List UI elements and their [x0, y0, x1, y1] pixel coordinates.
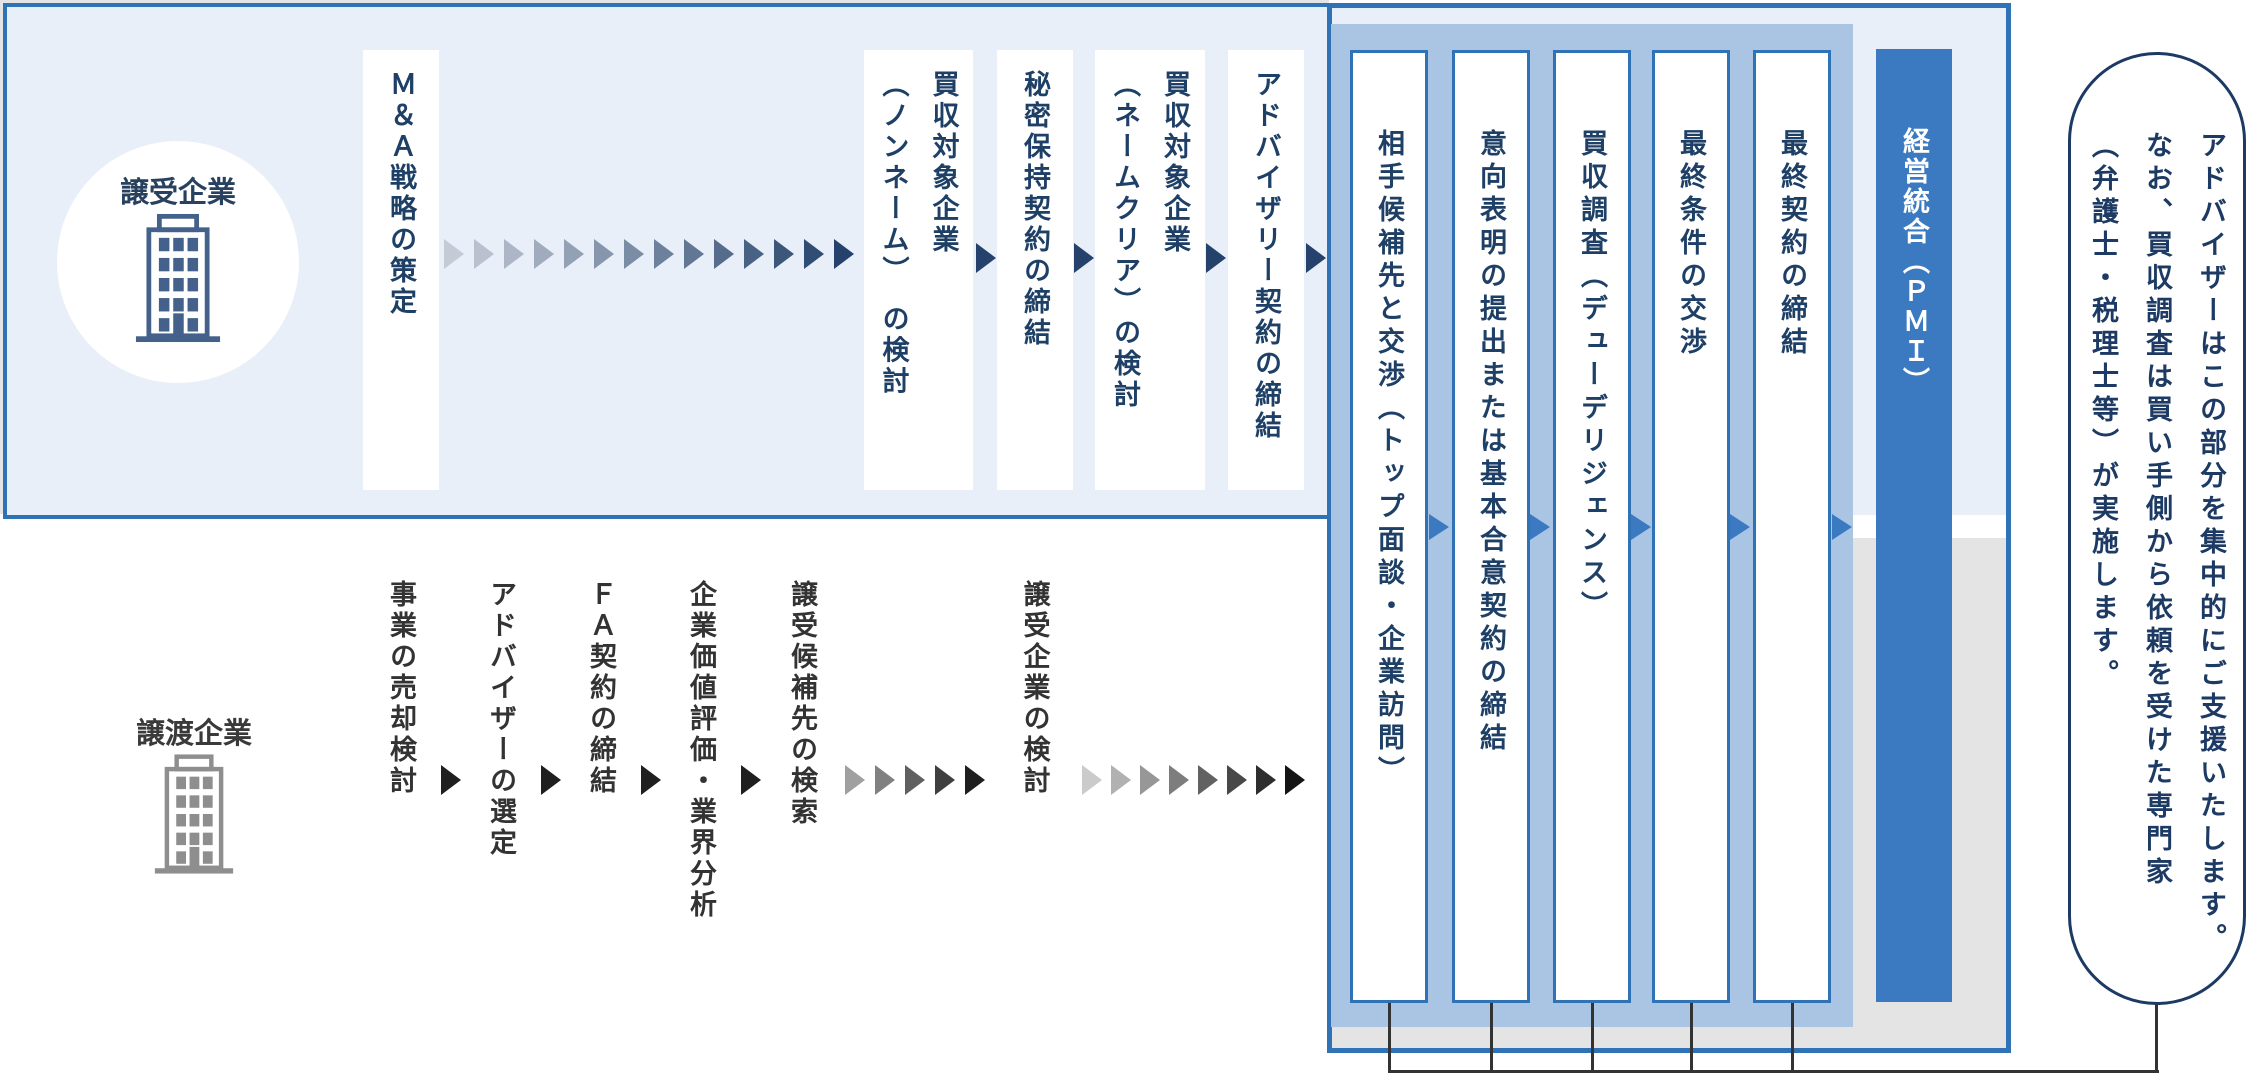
flow-arrow [1832, 514, 1852, 540]
step-label: ＦＡ契約の締結 [586, 580, 616, 797]
seller-gradient-arrows-b [1082, 765, 1305, 795]
flow-arrow [1074, 243, 1094, 273]
flow-arrow [1429, 514, 1449, 540]
step-label: 譲受企業の検討 [1019, 580, 1050, 797]
seller-company-label: 譲渡企業 [135, 718, 252, 750]
flow-arrow [564, 239, 584, 269]
pmi-label: 経営統合（ＰＭＩ） [1899, 127, 1929, 397]
flow-arrow [1169, 765, 1189, 795]
step-label: 買収調査（デューデリジェンス） [1577, 129, 1607, 624]
shared-step-loi-basic-agreement: 意向表明の提出または基本合意契約の締結 [1452, 50, 1530, 1003]
flow-arrow [594, 239, 614, 269]
buyer-company-label: 譲受企業 [119, 177, 236, 209]
flow-arrow [935, 765, 955, 795]
flow-arrow [1140, 765, 1160, 795]
flow-arrow [474, 239, 494, 269]
buyer-step-advisory-contract: アドバイザリー契約の締結 [1228, 50, 1304, 490]
seller-step-advisor-selection: アドバイザーの選定 [463, 563, 539, 1003]
advisor-note-text: アドバイザーはこの部分を集中的にご支援いたします。 なお、買収調査は買い手側から… [2088, 131, 2226, 956]
flow-arrow [684, 239, 704, 269]
shared-step-due-diligence: 買収調査（デューデリジェンス） [1553, 50, 1631, 1003]
flow-arrow [1206, 243, 1226, 273]
step-label: 最終条件の交渉 [1676, 129, 1706, 360]
flow-arrow [905, 765, 925, 795]
flow-arrow [845, 765, 865, 795]
step-label: 譲受候補先の検索 [787, 580, 817, 828]
connector-line [1591, 1003, 1594, 1073]
seller-step-candidate-search: 譲受候補先の検索 [764, 563, 840, 1003]
flow-arrow [744, 239, 764, 269]
connector-line [1388, 1070, 2159, 1073]
buyer-company-circle: 譲受企業 [57, 141, 299, 383]
flow-arrow [1530, 514, 1550, 540]
step-label: 最終契約の締結 [1777, 129, 1807, 360]
flow-arrow [1227, 765, 1247, 795]
flow-arrow [804, 239, 824, 269]
buyer-step-nda: 秘密保持契約の締結 [997, 50, 1073, 490]
advisor-note-bubble: アドバイザーはこの部分を集中的にご支援いたします。 なお、買収調査は買い手側から… [2068, 52, 2246, 1005]
step-label: 意向表明の提出または基本合意契約の締結 [1476, 129, 1506, 756]
seller-company-circle: 譲渡企業 [85, 692, 303, 910]
connector-line [1388, 1003, 1391, 1073]
flow-arrow [965, 765, 985, 795]
buyer-step-nonname-review: 買収対象企業 （ノンネーム） の検討 [864, 50, 973, 490]
seller-step-fa-contract: ＦＡ契約の締結 [563, 563, 639, 1003]
flow-arrow [1631, 514, 1651, 540]
connector-line [1791, 1003, 1794, 1073]
building-icon [154, 752, 234, 881]
flow-arrow [834, 239, 854, 269]
flow-arrow [444, 239, 464, 269]
step-label: アドバイザリー契約の締結 [1251, 70, 1281, 442]
step-label: アドバイザーの選定 [486, 580, 516, 859]
flow-arrow [1082, 765, 1102, 795]
step-label: 相手候補先と交渉（トップ面談・企業訪問） [1374, 129, 1404, 789]
flow-arrow [504, 239, 524, 269]
flow-arrow [534, 239, 554, 269]
connector-line [2155, 1004, 2158, 1073]
seller-step-valuation-analysis: 企業価値評価・業界分析 [663, 563, 739, 1003]
flow-arrow [875, 765, 895, 795]
flow-arrow [1306, 243, 1326, 273]
buyer-step-ma-strategy: Ｍ＆Ａ戦略の策定 [363, 50, 439, 490]
buyer-gradient-arrows [444, 239, 854, 269]
step-label: 買収対象企業 （ネームクリア）の検討 [1110, 70, 1190, 411]
step-label: 買収対象企業 （ノンネーム） の検討 [878, 70, 959, 398]
shared-step-final-terms: 最終条件の交渉 [1652, 50, 1730, 1003]
seller-step-buyer-review: 譲受企業の検討 [997, 563, 1072, 1003]
building-icon [135, 211, 221, 350]
connector-line [1490, 1003, 1493, 1073]
flow-arrow [1285, 765, 1305, 795]
step-label: 事業の売却検討 [386, 580, 416, 797]
flow-arrow [1256, 765, 1276, 795]
flow-arrow [741, 765, 761, 795]
seller-gradient-arrows-a [845, 765, 985, 795]
step-label: Ｍ＆Ａ戦略の策定 [386, 70, 416, 318]
seller-step-sale-review: 事業の売却検討 [363, 563, 439, 1003]
flow-arrow [1198, 765, 1218, 795]
connector-line [1690, 1003, 1693, 1073]
shared-step-final-contract: 最終契約の締結 [1753, 50, 1831, 1003]
step-label: 企業価値評価・業界分析 [686, 580, 716, 921]
buyer-step-nameclear-review: 買収対象企業 （ネームクリア）の検討 [1095, 50, 1205, 490]
flow-arrow [641, 765, 661, 795]
flow-arrow [1730, 514, 1750, 540]
flow-arrow [441, 765, 461, 795]
flow-arrow [714, 239, 734, 269]
flow-arrow [624, 239, 644, 269]
flow-arrow [976, 243, 996, 273]
shared-step-negotiation: 相手候補先と交渉（トップ面談・企業訪問） [1350, 50, 1428, 1003]
flow-arrow [654, 239, 674, 269]
flow-arrow [1111, 765, 1131, 795]
flow-arrow [541, 765, 561, 795]
pmi-column: 経営統合（ＰＭＩ） [1876, 49, 1952, 1002]
step-label: 秘密保持契約の締結 [1020, 70, 1050, 349]
flow-arrow [774, 239, 794, 269]
